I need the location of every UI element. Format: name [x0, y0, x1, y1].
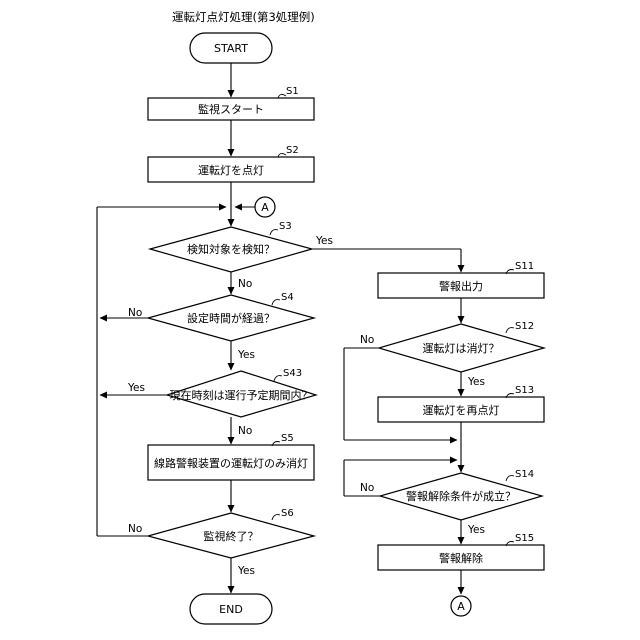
node-s5: 線路警報装置の運転灯のみ消灯: [148, 445, 314, 480]
svg-text:監視スタート: 監視スタート: [198, 102, 264, 116]
connector-a-bottom: A: [451, 596, 471, 616]
step-label-s3: S3: [279, 221, 292, 232]
svg-text:監視終了？: 監視終了？: [204, 529, 259, 543]
svg-text:運転灯を再点灯: 運転灯を再点灯: [423, 404, 500, 417]
svg-text:警報解除: 警報解除: [439, 551, 483, 565]
svg-text:設定時間が経過？: 設定時間が経過？: [187, 311, 275, 325]
branch-s4-no: No: [128, 307, 142, 319]
connector-a-top: A: [255, 197, 275, 217]
chart-title: 運転灯点灯処理(第3処理例): [172, 10, 315, 24]
branch-s3-no: No: [238, 278, 252, 290]
step-label-s4: S4: [281, 292, 294, 303]
step-label-s1: S1: [286, 86, 299, 97]
branch-s3-yes: Yes: [315, 235, 333, 247]
node-s2: 運転灯を点灯: [148, 157, 314, 182]
svg-text:A: A: [457, 600, 465, 613]
branch-s12-no: No: [360, 334, 374, 346]
branch-s14-yes: Yes: [467, 524, 485, 536]
node-end: END: [190, 594, 272, 624]
branch-s14-no: No: [360, 482, 374, 494]
step-label-s11: S11: [515, 261, 534, 272]
branch-s12-yes: Yes: [467, 376, 485, 388]
branch-s43-yes: Yes: [127, 382, 145, 394]
node-s6: 監視終了？: [148, 513, 314, 558]
node-start: START: [190, 33, 272, 63]
svg-text:START: START: [214, 42, 248, 55]
step-label-s12: S12: [515, 321, 534, 332]
branch-s6-yes: Yes: [237, 565, 255, 577]
step-label-s5: S5: [281, 433, 294, 444]
node-s3: 検知対象を検知？: [150, 227, 312, 272]
node-s1: 監視スタート: [148, 98, 314, 120]
svg-text:線路警報装置の運転灯のみ消灯: 線路警報装置の運転灯のみ消灯: [154, 456, 308, 470]
step-label-s14: S14: [515, 469, 534, 480]
step-label-s2: S2: [286, 145, 299, 156]
svg-text:A: A: [261, 201, 269, 214]
branch-s43-no: No: [238, 425, 252, 437]
branch-s4-yes: Yes: [237, 349, 255, 361]
svg-text:END: END: [219, 603, 243, 616]
step-label-s15: S15: [515, 533, 534, 544]
node-s13: 運転灯を再点灯: [378, 397, 544, 422]
step-label-s6: S6: [281, 508, 294, 519]
node-s15: 警報解除: [378, 545, 544, 570]
step-label-s43: S43: [283, 368, 302, 379]
node-s14: 警報解除条件が成立？: [380, 473, 542, 520]
svg-text:警報解除条件が成立？: 警報解除条件が成立？: [406, 489, 516, 503]
node-s11: 警報出力: [378, 273, 544, 298]
branch-s6-no: No: [128, 523, 142, 535]
svg-text:現在時刻は運行予定期間内？: 現在時刻は運行予定期間内？: [170, 388, 313, 402]
svg-text:運転灯は消灯？: 運転灯は消灯？: [423, 341, 500, 355]
step-label-s13: S13: [515, 385, 534, 396]
svg-text:運転灯を点灯: 運転灯を点灯: [198, 164, 264, 177]
svg-text:警報出力: 警報出力: [439, 279, 483, 293]
svg-text:検知対象を検知？: 検知対象を検知？: [187, 242, 275, 256]
